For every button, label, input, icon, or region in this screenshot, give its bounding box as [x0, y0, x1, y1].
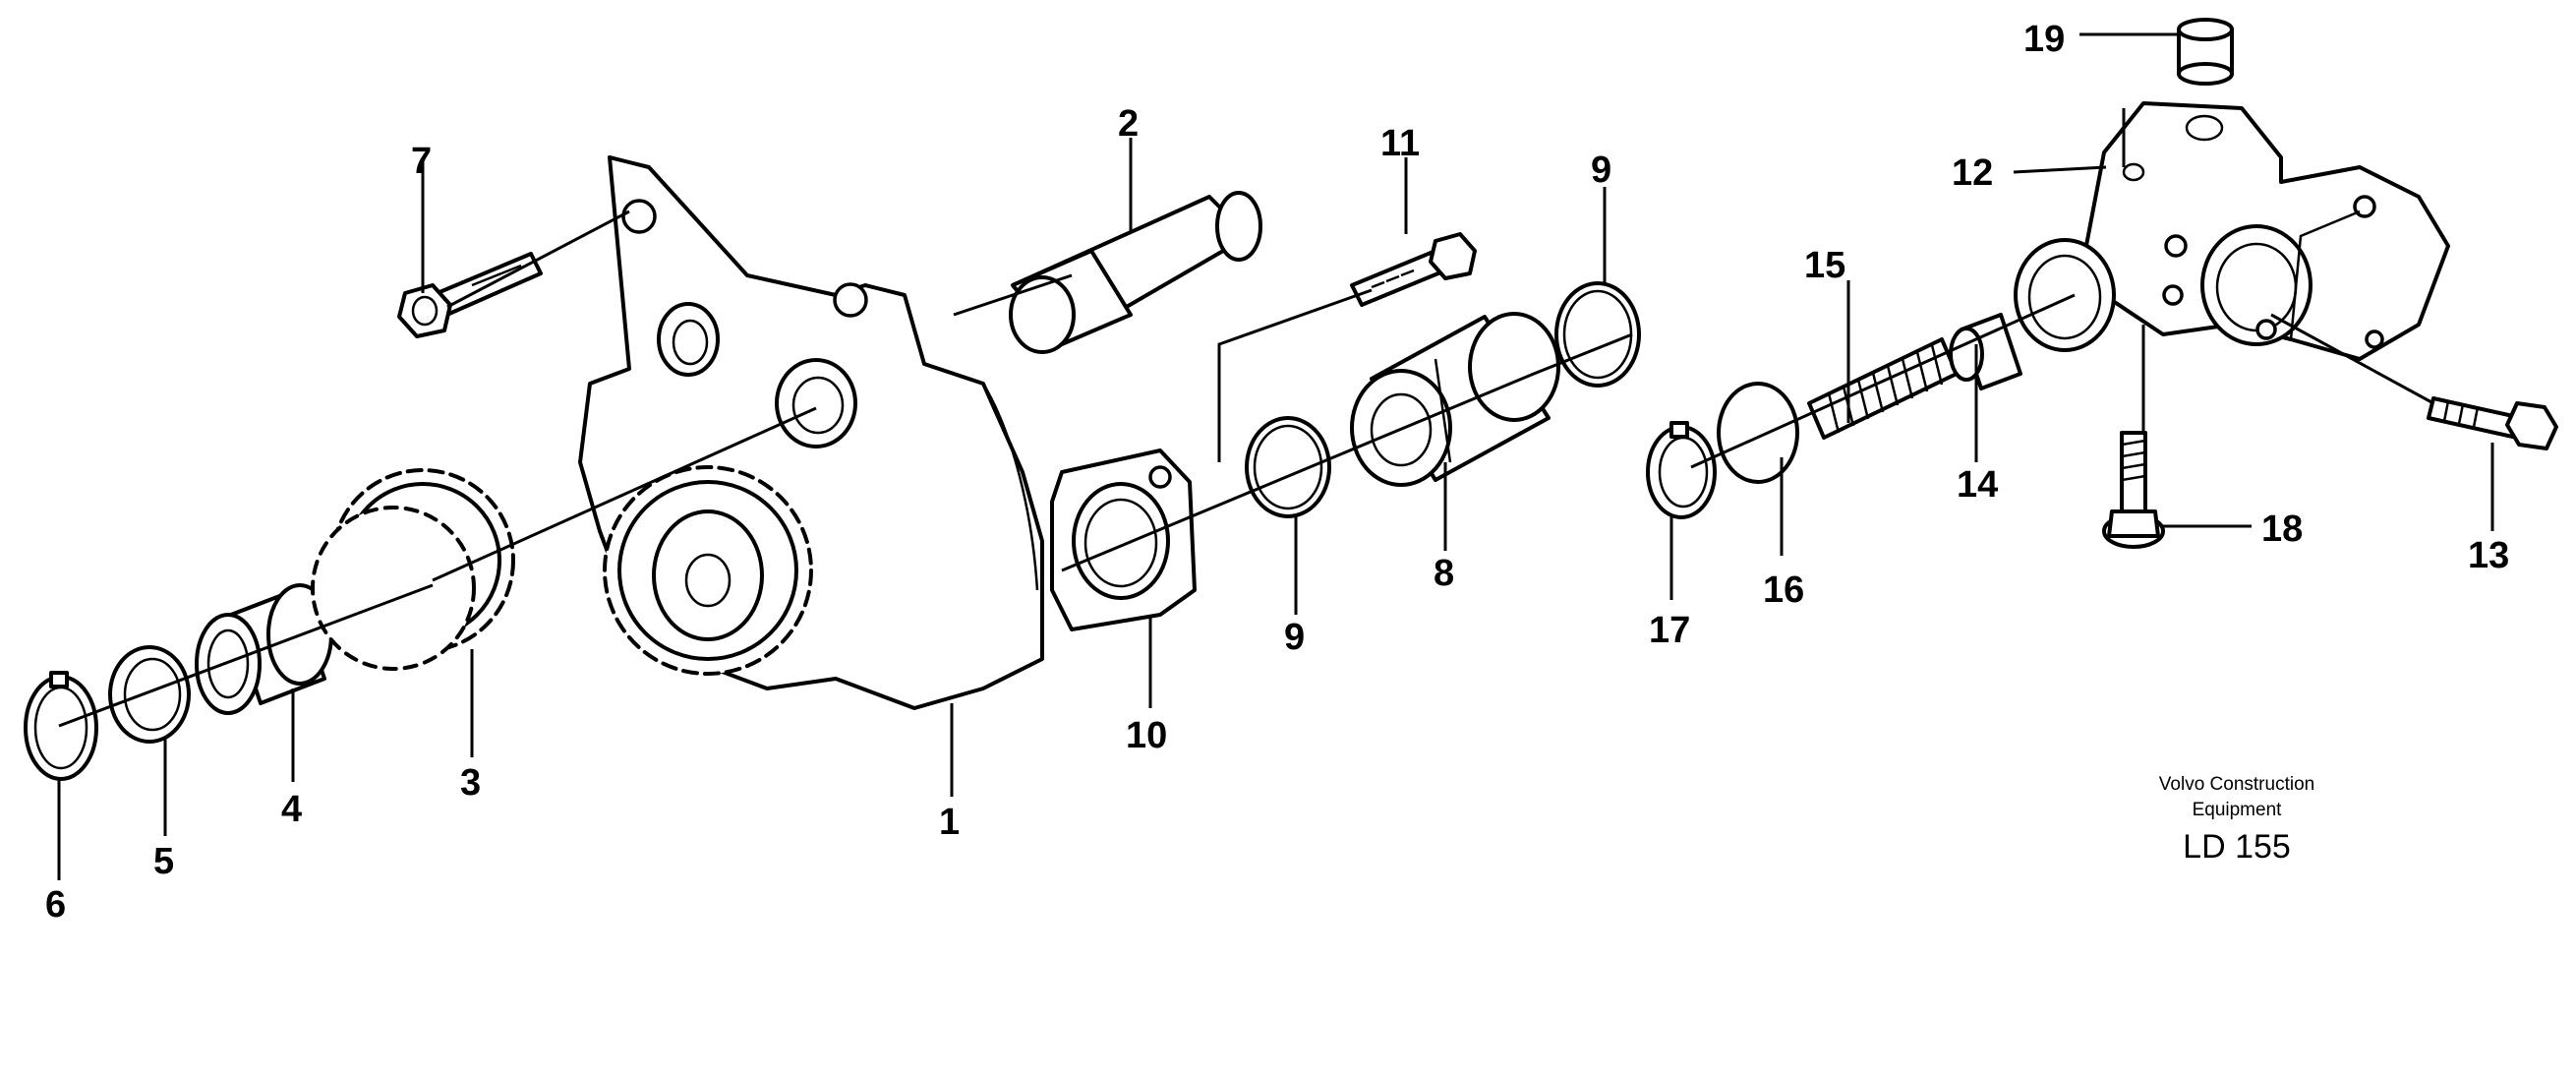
caption-line-1: Volvo Construction	[2159, 774, 2314, 795]
part-19-cap	[2177, 18, 2234, 86]
part-13-bolt	[2427, 396, 2558, 450]
part-14-plunger	[1949, 313, 2022, 390]
part-labels: 1 2 3 4 5 6 7 8 9 9 10 11 12 13 14 15 16…	[45, 19, 2509, 926]
part-3-gear	[311, 468, 515, 671]
part-11-bolt	[1350, 232, 1477, 307]
label-part-1: 1	[939, 802, 960, 843]
label-part-7: 7	[411, 141, 432, 182]
caption-line-2: Equipment	[2193, 800, 2283, 820]
label-part-13: 13	[2468, 535, 2509, 576]
caption: Volvo Construction Equipment LD 155	[2159, 774, 2314, 866]
part-16-disc	[1717, 382, 1799, 484]
part-12-valve-housing	[2014, 101, 2450, 361]
label-part-8: 8	[1434, 553, 1454, 594]
label-part-11: 11	[1380, 123, 1420, 164]
label-part-12: 12	[1952, 152, 1993, 194]
label-part-10: 10	[1126, 715, 1167, 756]
part-1-pump-housing	[578, 155, 1044, 710]
label-part-17: 17	[1649, 610, 1690, 651]
caption-code: LD 155	[2183, 828, 2291, 866]
assembly-axis-lines	[58, 108, 2434, 728]
label-part-9-left: 9	[1284, 617, 1305, 658]
part-5-washer	[108, 645, 191, 744]
part-9-o-ring-right	[1554, 281, 1641, 388]
part-18-bolt	[2102, 431, 2165, 549]
leader-lines	[57, 32, 2494, 880]
label-part-6: 6	[45, 884, 66, 926]
part-8-piston	[1350, 312, 1560, 487]
label-part-3: 3	[460, 762, 481, 804]
label-part-2: 2	[1118, 103, 1139, 145]
label-part-16: 16	[1763, 569, 1804, 611]
label-part-15: 15	[1804, 245, 1845, 286]
part-10-gasket	[1050, 449, 1197, 631]
part-9-o-ring-left	[1245, 416, 1331, 518]
label-part-18: 18	[2261, 509, 2303, 550]
label-part-14: 14	[1957, 464, 1998, 506]
part-15-spring	[1807, 337, 1959, 440]
label-part-19: 19	[2023, 19, 2065, 60]
part-2-shaft	[1009, 191, 1262, 354]
part-17-circlip	[1646, 421, 1717, 519]
label-part-5: 5	[153, 841, 174, 882]
label-part-9-right: 9	[1591, 150, 1611, 191]
label-part-4: 4	[281, 789, 302, 830]
part-6-circlip	[24, 671, 98, 781]
